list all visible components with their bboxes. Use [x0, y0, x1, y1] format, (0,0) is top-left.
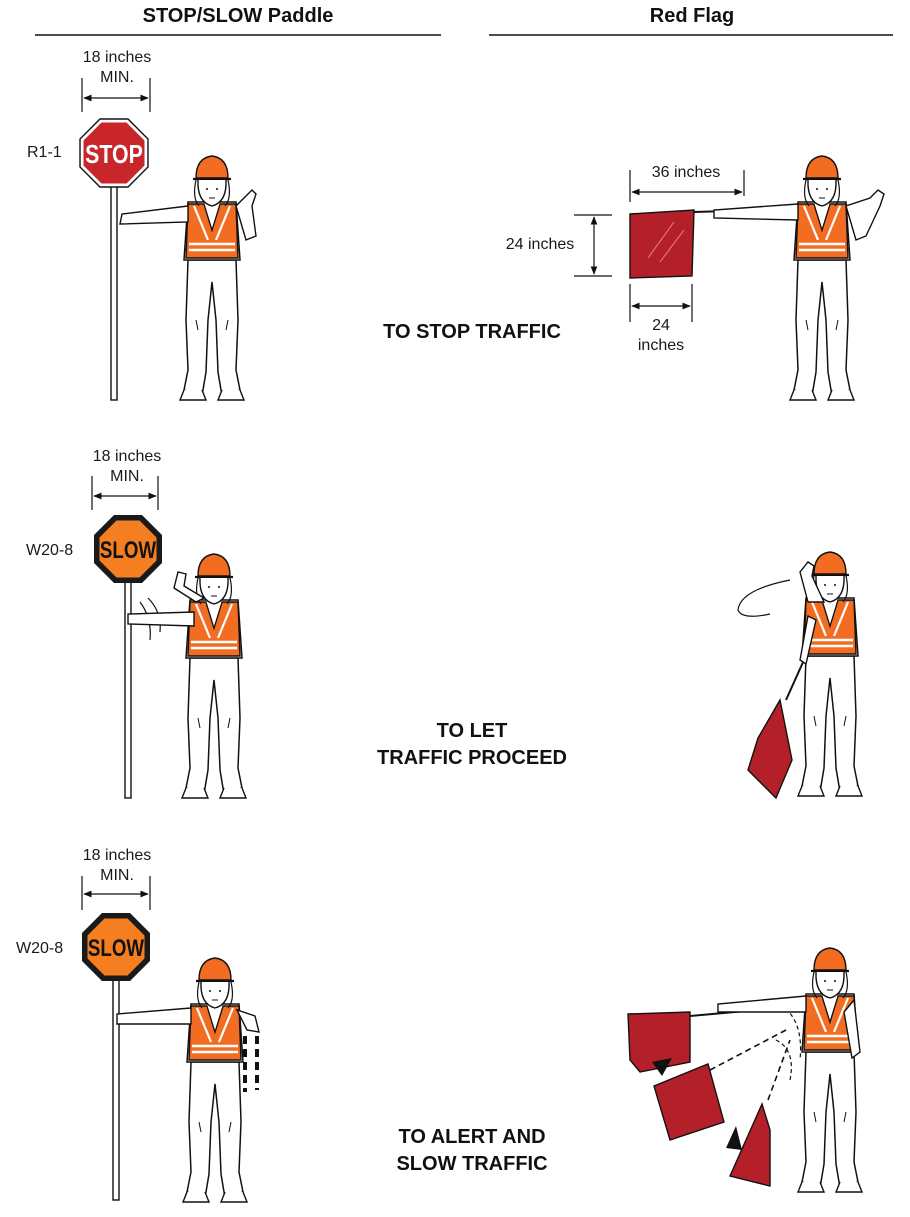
paddle-width-min-1: MIN. — [100, 69, 134, 86]
row-stop-traffic: 18 inches MIN. R1-1 STOP TO STOP TRAFFIC — [27, 49, 885, 401]
row-alert-slow-traffic: 18 inches MIN. W20-8 SLOW TO ALERT AND S… — [16, 847, 863, 1203]
flag-width-label-1: 24 — [652, 317, 670, 334]
flagger-alert-paddle — [116, 956, 260, 1203]
caption-stop-traffic: TO STOP TRAFFIC — [383, 321, 561, 343]
flagger-proceed-flag — [797, 550, 863, 797]
flagger-proceed-paddle — [127, 552, 247, 799]
stop-sign-text: STOP — [85, 140, 143, 170]
paddle-width-min-2: MIN. — [110, 468, 144, 485]
caption-proceed-line1: TO LET — [437, 720, 508, 742]
caption-alert-line1: TO ALERT AND — [398, 1126, 545, 1148]
caption-alert-line2: SLOW TRAFFIC — [396, 1153, 547, 1175]
paddle-width-label-1: 18 inches — [83, 49, 152, 66]
slow-sign-text-1: SLOW — [100, 537, 157, 564]
stop-sign: STOP — [79, 118, 149, 188]
paddle-width-label-3: 18 inches — [83, 847, 152, 864]
sign-code-slow-2: W20-8 — [16, 940, 63, 957]
header-stop-slow-paddle: STOP/SLOW Paddle — [143, 5, 334, 27]
header-red-flag: Red Flag — [650, 5, 734, 27]
flag-height-label: 24 inches — [506, 236, 575, 253]
flagger-alert-flag — [717, 946, 863, 1193]
flag-width-label-2: inches — [638, 337, 684, 354]
flagger-red-flag-stop — [713, 154, 885, 401]
red-flag-swing — [627, 1003, 802, 1187]
red-flag-lowered — [747, 659, 805, 800]
paddle-width-label-2: 18 inches — [93, 448, 162, 465]
caption-proceed-line2: TRAFFIC PROCEED — [377, 747, 567, 769]
sign-code-stop: R1-1 — [27, 144, 62, 161]
slow-sign-2: SLOW — [82, 913, 150, 981]
paddle-width-min-3: MIN. — [100, 867, 134, 884]
flag-length-label: 36 inches — [652, 164, 721, 181]
row-let-traffic-proceed: 18 inches MIN. W20-8 SLOW TO LET TRAFFIC… — [26, 448, 863, 800]
slow-sign-1: SLOW — [94, 515, 162, 583]
sign-code-slow-1: W20-8 — [26, 542, 73, 559]
red-flag-horizontal — [629, 209, 761, 279]
slow-sign-text-2: SLOW — [88, 935, 145, 962]
flagger-stop-paddle — [119, 154, 257, 401]
